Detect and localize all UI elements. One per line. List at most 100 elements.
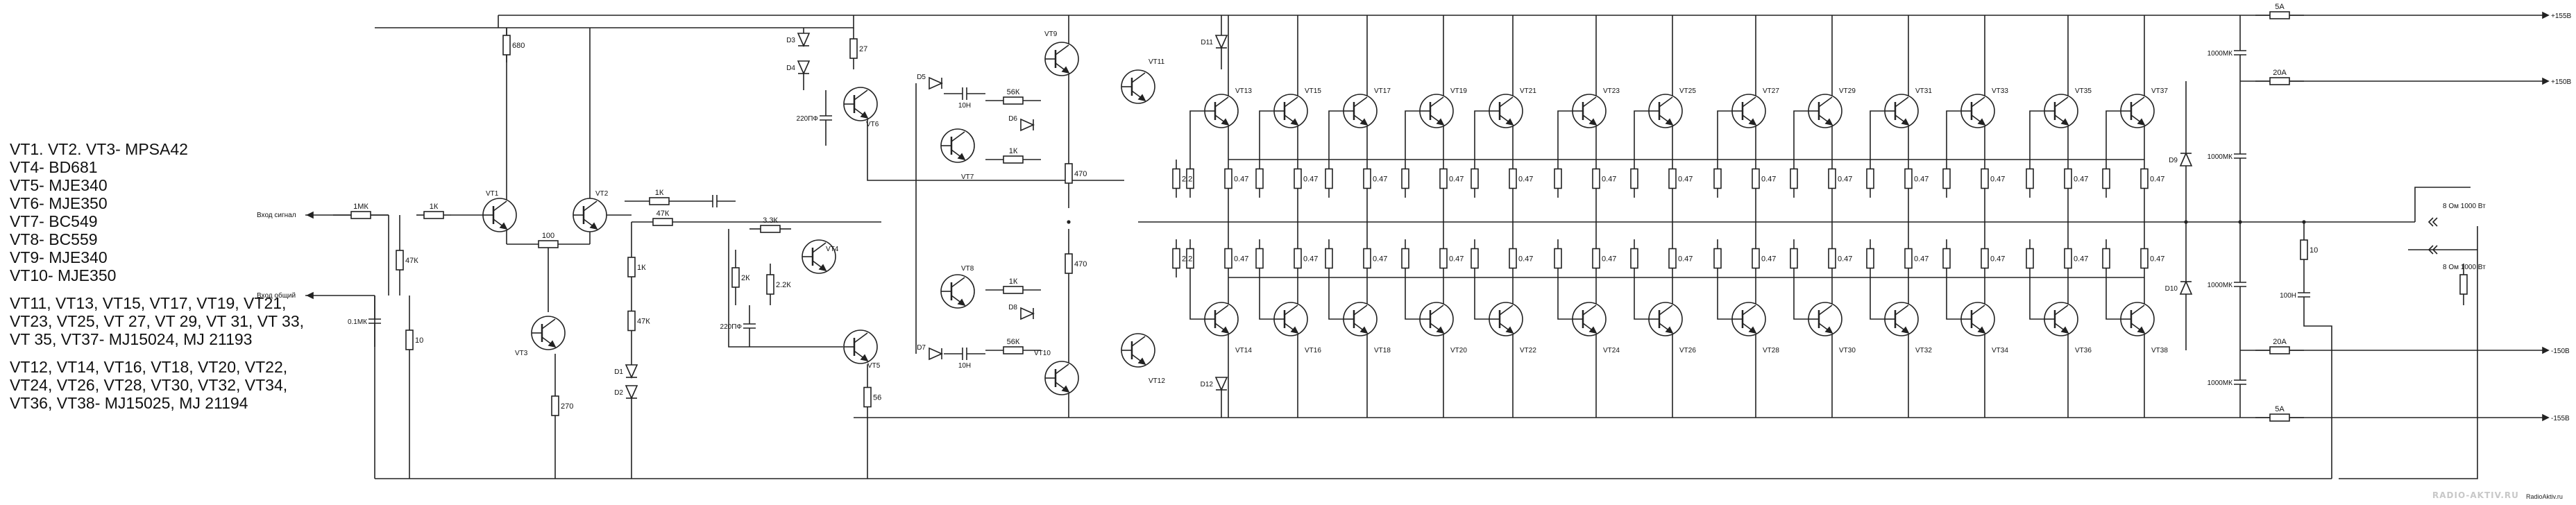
base-resistor-vt15 xyxy=(1255,168,1264,189)
emitter-resistor-vt28-value: 0.47 xyxy=(1761,255,1776,264)
emitter-resistor-vt38-value: 0.47 xyxy=(2150,255,2164,264)
output-transistor-vt21-arrow xyxy=(1505,118,1514,126)
emitter-resistor-vt35 xyxy=(2064,168,2072,189)
base-resistor-vt31 xyxy=(1866,168,1874,189)
output-transistor-vt14-collector xyxy=(1214,305,1229,316)
rail-neg155-terminal xyxy=(2542,413,2550,422)
output-transistor-vt18-label: VT18 xyxy=(1374,347,1391,354)
junction-dot xyxy=(2184,220,2188,224)
fuse-5a-bottom-value: 5A xyxy=(2275,405,2285,413)
output-transistor-vt16-label: VT16 xyxy=(1305,347,1321,354)
wire xyxy=(1717,110,1732,160)
rail-pos155-label: +155В xyxy=(2551,12,2572,20)
base-resistor-vt16 xyxy=(1255,248,1264,269)
emitter-resistor-vt36-value: 0.47 xyxy=(2074,255,2088,264)
base-resistor-vt29 xyxy=(1790,168,1798,189)
output-transistor-vt38-collector xyxy=(2130,305,2145,316)
wire xyxy=(2303,312,2332,479)
emitter-resistor-vt27 xyxy=(1752,168,1760,189)
resistor-47k-mid-value: 47К xyxy=(637,318,650,326)
resistor-470-b xyxy=(1065,253,1073,274)
output-transistor-vt33-arrow xyxy=(1977,118,1986,126)
wire xyxy=(1259,277,1274,320)
diode-d1-label: D1 xyxy=(614,368,623,376)
resistor-1k-a-value: 1К xyxy=(1009,147,1018,155)
wire xyxy=(1259,110,1274,160)
speaker-label-bottom: 8 Ом 1000 Вт xyxy=(2443,264,2486,271)
output-transistor-vt15-label: VT15 xyxy=(1305,87,1321,95)
transistor-vt10-arrow xyxy=(1061,385,1070,393)
emitter-resistor-vt13-value: 0.47 xyxy=(1234,176,1248,184)
emitter-resistor-vt19 xyxy=(1439,168,1448,189)
resistor-10-output xyxy=(2300,239,2308,260)
emitter-resistor-vt23-value: 0.47 xyxy=(1602,176,1616,184)
transistor-vt10-label: VT10 xyxy=(1034,350,1051,357)
diode-d5-label: D5 xyxy=(917,74,926,81)
emitter-resistor-vt15-value: 0.47 xyxy=(1303,176,1318,184)
diode-d3 xyxy=(797,33,811,47)
speaker-terminal-bottom xyxy=(2427,245,2434,255)
capacitor-10n-b-value: 10Н xyxy=(958,362,971,370)
fuse-5a-top-value: 5A xyxy=(2275,3,2285,11)
transistor-vt11-label: VT11 xyxy=(1149,58,1165,66)
wire xyxy=(1189,110,1205,160)
diode-d8 xyxy=(1020,307,1035,320)
emitter-resistor-vt17-value: 0.47 xyxy=(1373,176,1387,184)
emitter-resistor-vt24-value: 0.47 xyxy=(1602,255,1616,264)
resistor-2-2k xyxy=(766,274,774,295)
legend-line: VT10- MJE350 xyxy=(10,266,117,284)
legend-line: VT24, VT26, VT28, VT30, VT32, VT34, xyxy=(10,376,288,394)
output-transistor-vt19-collector xyxy=(1430,96,1444,108)
site-watermark: RADIO-AKTIV.RU xyxy=(2432,490,2519,500)
input-signal-terminal xyxy=(306,211,314,219)
base-resistor-vt17 xyxy=(1325,168,1333,189)
emitter-resistor-vt30 xyxy=(1828,248,1836,269)
base-resistor-vt21 xyxy=(1471,168,1479,189)
output-transistor-vt28-label: VT28 xyxy=(1763,347,1779,354)
resistor-3-3k-value: 3.3К xyxy=(763,216,778,225)
resistor-1k-input-value: 1К xyxy=(430,203,439,211)
emitter-resistor-vt31-value: 0.47 xyxy=(1914,176,1929,184)
legend-line: VT8- BC559 xyxy=(10,230,98,248)
resistor-27 xyxy=(849,38,858,59)
input-common-terminal xyxy=(306,291,314,300)
output-transistor-vt26-arrow xyxy=(1665,326,1674,334)
output-transistor-vt38-arrow xyxy=(2137,326,2146,334)
transistor-vt5-collector xyxy=(854,332,868,343)
wire xyxy=(2105,110,2121,160)
emitter-resistor-vt15 xyxy=(1294,168,1302,189)
resistor-10-output-value: 10 xyxy=(2310,246,2318,255)
resistor-2k-value: 2К xyxy=(741,274,750,282)
resistor-2-2-b-value: 2.2 xyxy=(1182,255,1192,264)
speaker-terminal-top xyxy=(2427,217,2434,227)
emitter-resistor-vt18-value: 0.47 xyxy=(1373,255,1387,264)
base-resistor-vt35 xyxy=(2026,168,2034,189)
resistor-56-value: 56 xyxy=(873,394,881,402)
emitter-resistor-vt20-value: 0.47 xyxy=(1449,255,1464,264)
output-transistor-vt29-collector xyxy=(1818,96,1833,108)
diode-d2 xyxy=(625,385,638,400)
wire xyxy=(1405,110,1420,160)
base-resistor-vt14 xyxy=(1186,248,1194,269)
wire xyxy=(1634,110,1649,160)
diode-d3-label: D3 xyxy=(786,37,795,44)
emitter-resistor-vt28 xyxy=(1752,248,1760,269)
emitter-resistor-vt19-value: 0.47 xyxy=(1449,176,1464,184)
resistor-47k-mid xyxy=(627,310,636,332)
legend-group-npn-output: VT11, VT13, VT15, VT17, VT19, VT21, VT23… xyxy=(10,294,336,348)
output-transistor-vt22-arrow xyxy=(1505,326,1514,334)
emitter-resistor-vt33 xyxy=(1981,168,1989,189)
fuse-5a-top xyxy=(2269,11,2290,19)
wire xyxy=(1557,110,1573,160)
emitter-resistor-vt20 xyxy=(1439,248,1448,269)
fuse-20a-bottom-value: 20A xyxy=(2273,338,2287,346)
emitter-resistor-vt36 xyxy=(2064,248,2072,269)
resistor-speaker-ground xyxy=(2459,274,2468,295)
transistor-vt12-collector xyxy=(1131,336,1146,347)
output-transistor-vt35-arrow xyxy=(2060,118,2069,126)
transistor-vt4-label: VT4 xyxy=(826,246,839,253)
diode-d6 xyxy=(1020,118,1035,132)
transistor-vt11-collector xyxy=(1131,72,1146,83)
output-transistor-vt29-label: VT29 xyxy=(1839,87,1856,95)
